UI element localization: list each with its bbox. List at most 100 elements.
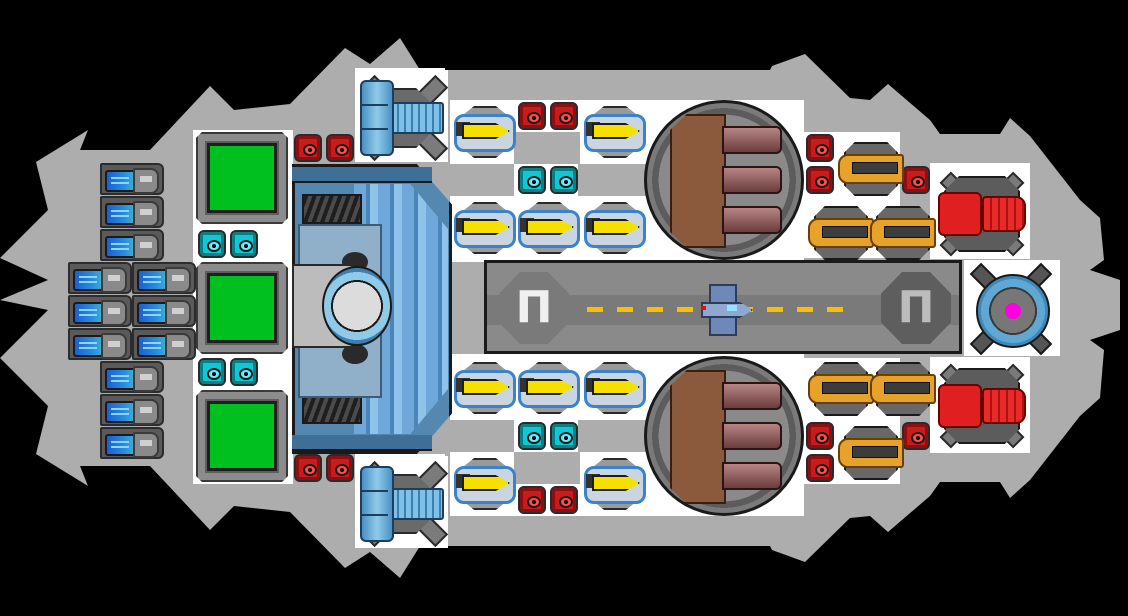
missile-launcher[interactable] [452, 454, 516, 510]
thruster-detail [73, 269, 107, 291]
power-storage-block[interactable] [518, 422, 546, 450]
power-storage-block-detail [559, 432, 573, 444]
chaingun[interactable] [870, 356, 936, 418]
crew-quarters[interactable] [196, 262, 288, 354]
ion-beam-emitter-detail [390, 102, 444, 134]
corridor [514, 132, 580, 164]
thruster[interactable] [132, 328, 196, 360]
ammo-storage-block[interactable] [518, 102, 546, 130]
ion-beam-emitter[interactable] [356, 70, 449, 162]
runway-dash [647, 307, 663, 312]
ammo-storage-block[interactable] [902, 422, 930, 450]
thruster-detail [133, 399, 159, 425]
ammo-storage-block[interactable] [550, 486, 578, 514]
ammo-storage-block-detail [335, 144, 349, 156]
power-storage-block[interactable] [198, 358, 226, 386]
missile-launcher-detail [592, 379, 640, 395]
fighter-wing [709, 284, 737, 304]
ammo-storage-block[interactable] [806, 134, 834, 162]
power-storage-block[interactable] [550, 166, 578, 194]
bridge-rail [292, 435, 432, 451]
missile-launcher[interactable] [452, 358, 516, 414]
power-storage-block-detail [527, 176, 541, 188]
twin-laser-turret-detail [938, 384, 982, 428]
bridge[interactable] [292, 164, 452, 454]
landing-pad-left[interactable]: Π [495, 268, 573, 348]
ammo-storage-block-detail [303, 464, 317, 476]
crew-quarters-detail [207, 143, 277, 213]
missile-launcher[interactable] [516, 358, 580, 414]
thruster[interactable] [100, 427, 164, 459]
twin-laser-turret[interactable] [934, 358, 1026, 450]
missile-launcher[interactable] [582, 198, 646, 254]
chaingun[interactable] [870, 200, 936, 262]
chaingun[interactable] [808, 356, 874, 418]
landing-pad-right[interactable]: Π [877, 268, 955, 348]
missile-launcher[interactable] [582, 102, 646, 158]
ammo-storage-block[interactable] [326, 134, 354, 162]
ammo-storage-block[interactable] [902, 166, 930, 194]
thruster-detail [133, 234, 159, 260]
thruster[interactable] [100, 394, 164, 426]
crew-quarters[interactable] [196, 390, 288, 482]
power-storage-block[interactable] [198, 230, 226, 258]
missile-launcher[interactable] [452, 102, 516, 158]
power-storage-block[interactable] [518, 166, 546, 194]
twin-laser-turret-detail [982, 196, 1026, 232]
ion-beam-emitter[interactable] [356, 456, 449, 548]
chaingun[interactable] [808, 200, 874, 262]
crew-quarters[interactable] [196, 132, 288, 224]
thruster-detail [133, 168, 159, 194]
thruster[interactable] [68, 262, 132, 294]
ion-beam-emitter-detail [360, 466, 394, 542]
missile-launcher-detail [462, 219, 510, 235]
thruster[interactable] [132, 295, 196, 327]
triple-cannon-turret[interactable] [644, 356, 804, 516]
ammo-storage-block[interactable] [806, 454, 834, 482]
ammo-storage-block[interactable] [294, 134, 322, 162]
chaingun[interactable] [838, 420, 904, 482]
power-storage-block[interactable] [230, 358, 258, 386]
missile-launcher[interactable] [582, 454, 646, 510]
ammo-storage-block[interactable] [326, 454, 354, 482]
twin-laser-turret-detail [938, 192, 982, 236]
runway-dash [677, 307, 693, 312]
chaingun-detail [870, 218, 936, 248]
thruster-detail [165, 300, 191, 326]
landing-pad-glyph: Π [515, 282, 553, 333]
power-storage-block[interactable] [230, 230, 258, 258]
thruster[interactable] [132, 262, 196, 294]
missile-launcher[interactable] [582, 358, 646, 414]
triple-cannon-turret-detail [722, 382, 782, 410]
reactor[interactable] [966, 262, 1056, 356]
chaingun[interactable] [838, 136, 904, 198]
thruster-detail [101, 300, 127, 326]
ammo-storage-block[interactable] [806, 422, 834, 450]
power-storage-block[interactable] [550, 422, 578, 450]
thruster[interactable] [68, 328, 132, 360]
twin-laser-turret[interactable] [934, 166, 1026, 258]
thruster-detail [133, 201, 159, 227]
fighter-craft-icon[interactable] [693, 278, 753, 338]
ion-beam-emitter-detail [390, 488, 444, 520]
ammo-storage-block[interactable] [518, 486, 546, 514]
thruster[interactable] [100, 196, 164, 228]
missile-launcher[interactable] [452, 198, 516, 254]
ammo-storage-block[interactable] [806, 166, 834, 194]
thruster[interactable] [100, 229, 164, 261]
ammo-storage-block[interactable] [294, 454, 322, 482]
hangar-bay[interactable]: Π Π [484, 260, 962, 354]
triple-cannon-turret[interactable] [644, 100, 804, 260]
thruster[interactable] [100, 163, 164, 195]
corridor [450, 420, 514, 452]
missile-launcher[interactable] [516, 198, 580, 254]
thruster-detail [101, 267, 127, 293]
chaingun-detail [838, 154, 904, 184]
ammo-storage-block[interactable] [550, 102, 578, 130]
missile-launcher-detail [526, 379, 574, 395]
thruster[interactable] [68, 295, 132, 327]
missile-launcher-detail [462, 123, 510, 139]
thruster-detail [165, 267, 191, 293]
thruster[interactable] [100, 361, 164, 393]
